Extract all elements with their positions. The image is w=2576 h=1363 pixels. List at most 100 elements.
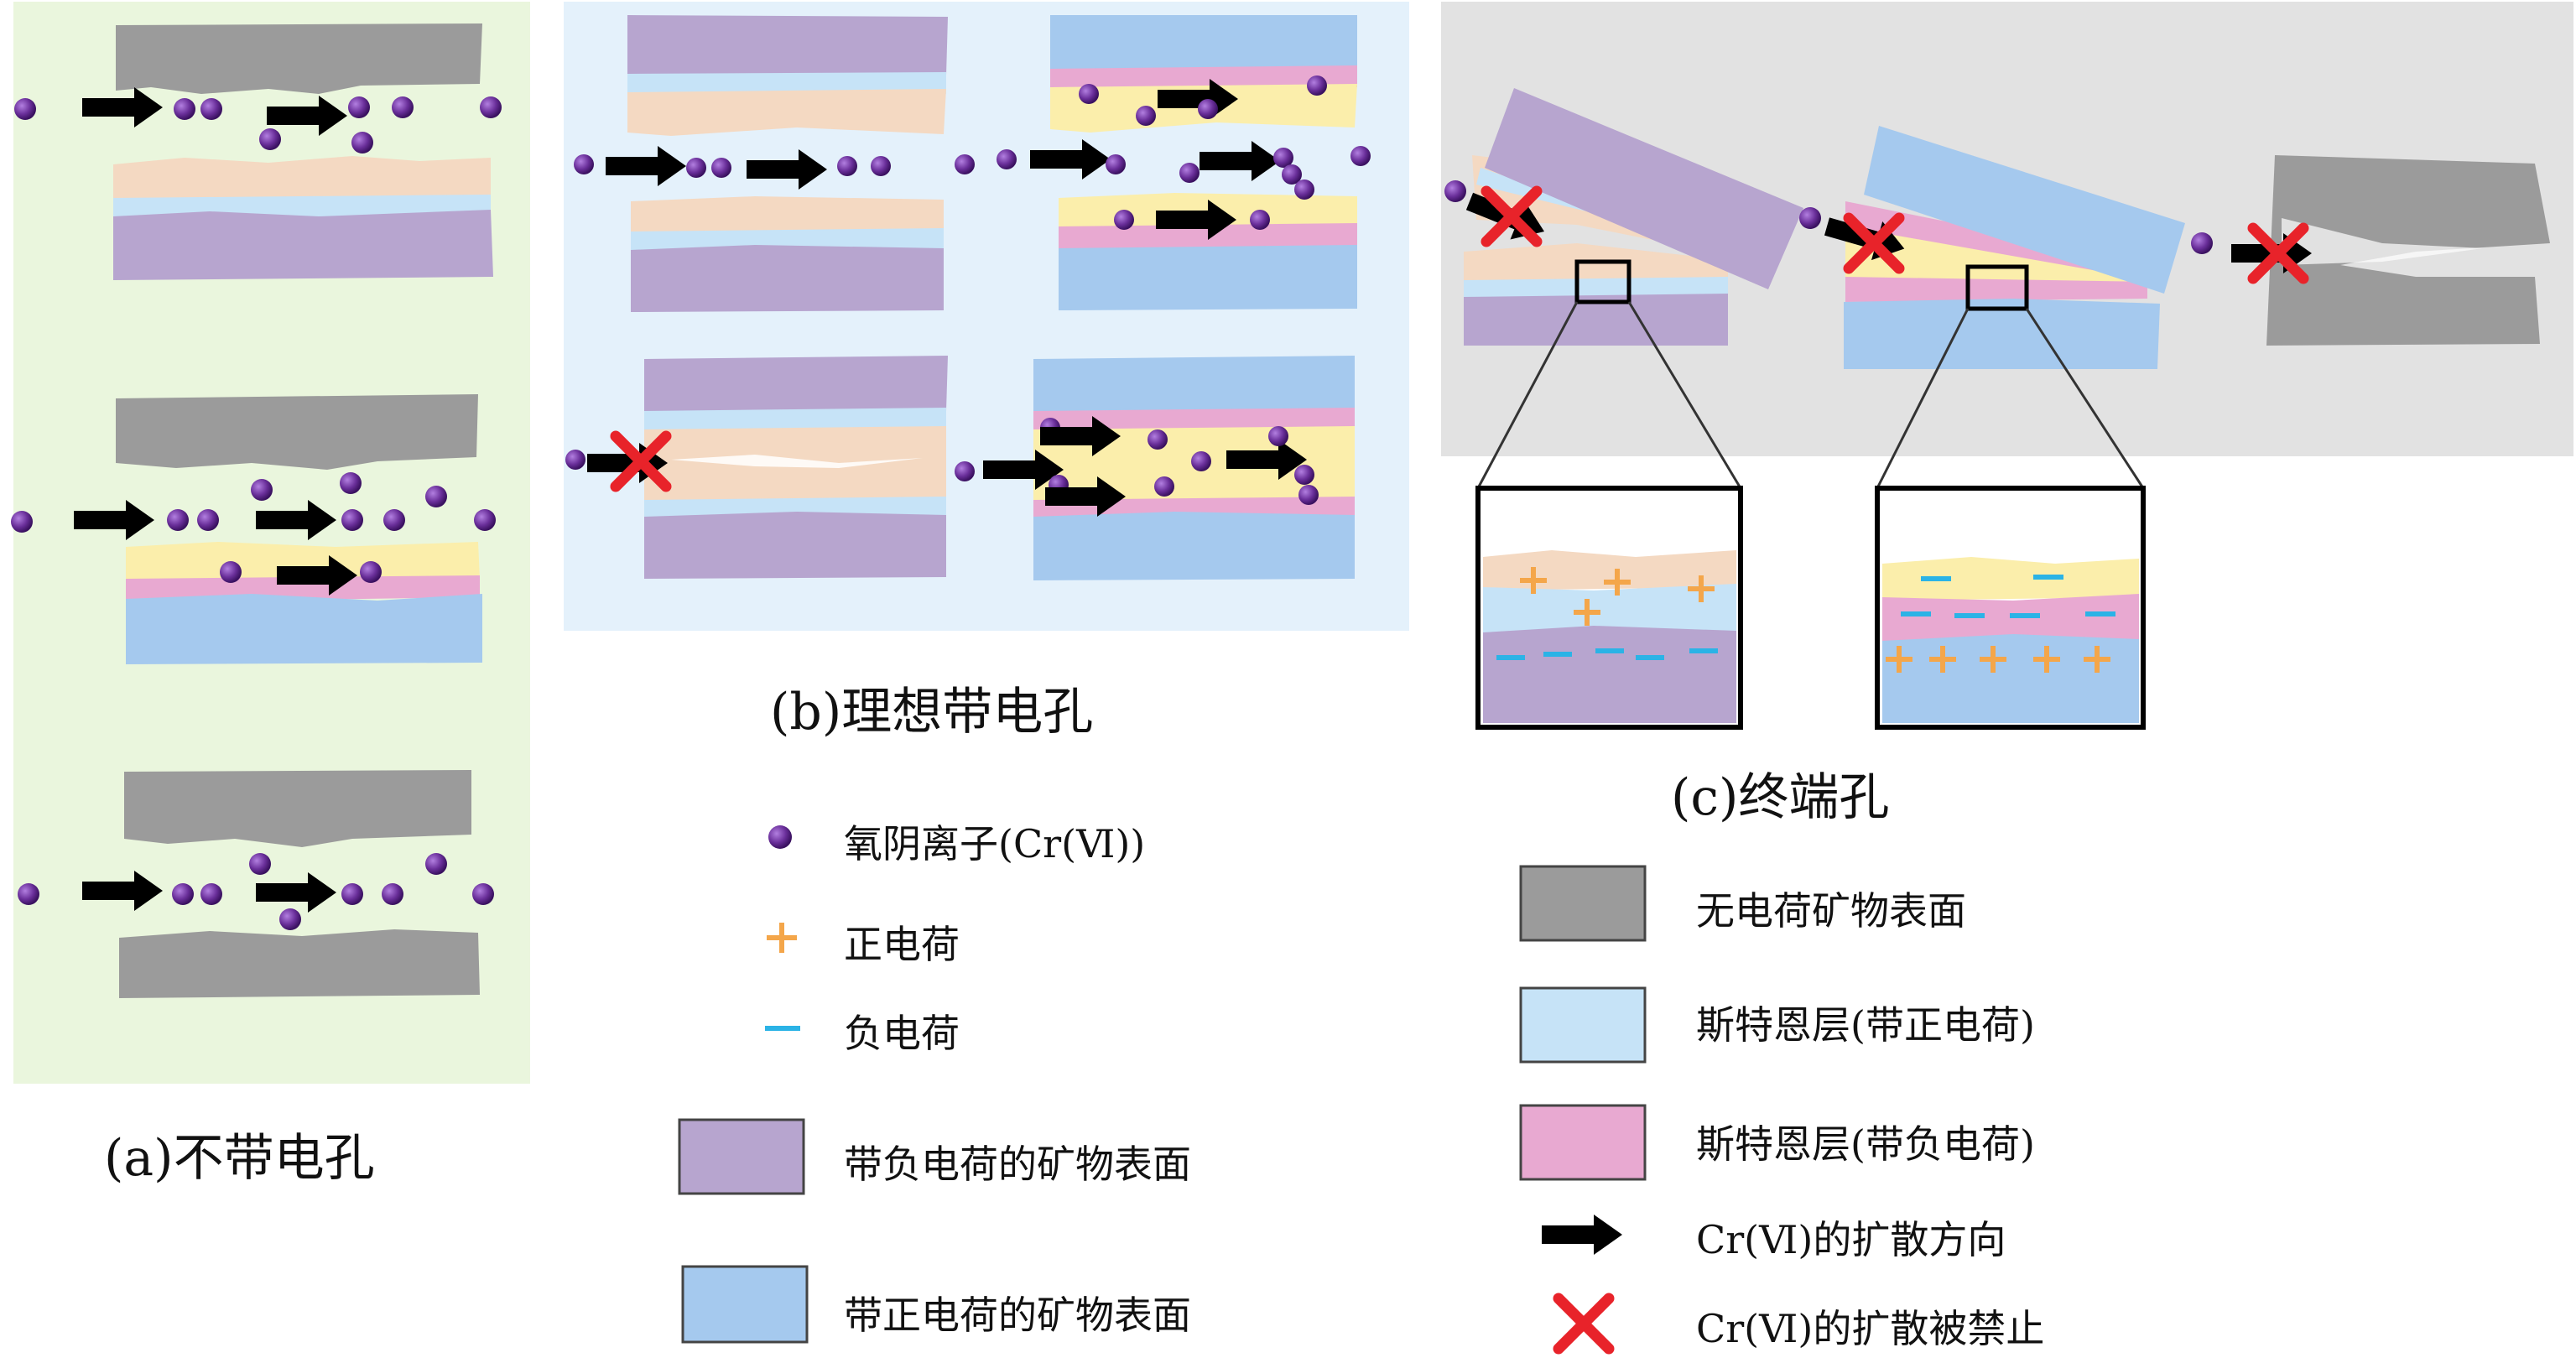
ion-dot-icon	[200, 883, 222, 905]
neutral-surface-bottom	[119, 929, 480, 998]
neutral-surface-top	[116, 394, 478, 470]
ion-dot-icon	[565, 450, 585, 470]
light-blue-layer	[1483, 584, 1736, 634]
minus-charge-icon	[1496, 648, 1718, 660]
negative-surface-top	[1485, 88, 1803, 289]
ion-dot-icon	[259, 128, 281, 150]
legend-ion-label: 氧阴离子(Cr(Ⅵ))	[844, 821, 1146, 866]
caption-c: (c)终端孔	[1671, 768, 1890, 827]
ion-dot-icon	[1282, 164, 1302, 185]
ion-dot-icon	[392, 96, 414, 118]
pore-c2	[1844, 126, 2185, 369]
positive-surface-top	[1050, 15, 1357, 72]
zoom-box-negative	[1475, 486, 1743, 730]
yellow-layer	[1882, 557, 2139, 601]
ion-dot-icon	[1350, 146, 1371, 166]
ions-arrows-b	[565, 75, 1371, 517]
zoom-box-border	[1875, 486, 2146, 730]
pore-a1	[113, 23, 493, 280]
ion-dot-icon	[1250, 210, 1270, 230]
ion-dot-icon	[167, 509, 189, 531]
ion-dot-icon	[480, 96, 502, 118]
ion-dot-icon	[472, 883, 494, 905]
arrow-right-icon	[1542, 1215, 1622, 1255]
ion-dot-icon	[197, 509, 219, 531]
ion-dot-icon	[768, 825, 792, 849]
ion-dot-icon	[11, 511, 33, 533]
zoom-connectors	[1476, 301, 2145, 489]
neutral-surface-top	[124, 770, 471, 847]
ion-dot-icon	[351, 132, 373, 153]
ion-dot-icon	[14, 98, 36, 120]
ion-dot-icon	[1106, 154, 1126, 174]
pore-c3	[2266, 155, 2550, 346]
ion-dot-icon	[174, 98, 195, 120]
pink-layer	[1845, 277, 2147, 302]
ion-dot-icon	[383, 509, 405, 531]
positive-surface-top	[1864, 126, 2185, 294]
caption-b: (b)理想带电孔	[770, 683, 1094, 741]
ions-arrows-c	[1444, 180, 2312, 278]
legend-positive-surface-label: 带正电荷的矿物表面	[844, 1293, 1191, 1338]
minus-charge-icon	[1901, 575, 2115, 618]
ion-dot-icon	[249, 853, 271, 875]
ion-dot-icon	[425, 486, 447, 507]
panel-c-terminal-pores	[1441, 2, 2573, 730]
ion-dot-icon	[1799, 207, 1821, 229]
legend-diffusion-blocked-label: Cr(Ⅵ)的扩散被禁止	[1696, 1306, 2045, 1351]
plus-charge-icon	[767, 923, 797, 953]
ion-dot-icon	[382, 883, 403, 905]
ion-dot-icon	[1079, 84, 1099, 104]
ion-dot-icon	[574, 154, 594, 174]
positive-surface-swatch	[681, 1265, 809, 1344]
panel-b-ideal-charged-pores	[564, 2, 1409, 631]
legend	[678, 825, 1647, 1349]
ion-dot-icon	[1294, 465, 1314, 485]
negative-surface-bottom	[1464, 287, 1728, 346]
ion-dot-icon	[360, 561, 382, 583]
peach-layer	[631, 196, 944, 235]
negative-surface-bottom	[631, 245, 944, 312]
narrow-gap	[671, 455, 923, 468]
ion-dot-icon	[348, 96, 370, 118]
zoom-box-positive	[1875, 486, 2146, 730]
ion-dot-icon	[220, 561, 242, 583]
legend-negative-surface-label: 带负电荷的矿物表面	[844, 1142, 1191, 1187]
ion-dot-icon	[474, 509, 496, 531]
zoom-box-border	[1475, 486, 1743, 730]
ion-dot-icon	[251, 479, 273, 501]
stern-positive-swatch	[1519, 986, 1647, 1064]
ion-dot-icon	[1147, 429, 1168, 450]
ion-dot-icon	[1191, 451, 1211, 471]
ion-dot-icon	[200, 98, 222, 120]
ion-dot-icon	[172, 883, 194, 905]
ions-arrows-a	[11, 87, 502, 930]
zoom-region	[1965, 264, 2029, 311]
pore-c1	[1464, 88, 1803, 346]
positive-surface-bottom	[1033, 512, 1355, 580]
ion-dot-icon	[1198, 99, 1218, 119]
positive-surface-bottom	[1059, 245, 1357, 310]
peach-layer	[113, 156, 491, 201]
legend-positive-charge-label: 正电荷	[844, 922, 960, 967]
ion-dot-icon	[1136, 106, 1156, 126]
plus-charge-icon	[1886, 646, 2110, 673]
negative-surface	[1483, 626, 1736, 723]
pore-a2	[116, 394, 482, 664]
ion-dot-icon	[2191, 232, 2213, 254]
ion-dot-icon	[1307, 75, 1327, 96]
ion-dot-icon	[711, 158, 731, 178]
ion-dot-icon	[341, 509, 363, 531]
ion-dot-icon	[997, 149, 1017, 169]
negative-surface-top	[627, 15, 948, 79]
negative-surface-bottom	[113, 210, 493, 280]
negative-surface-top	[644, 356, 948, 414]
yellow-layer	[126, 542, 480, 582]
legend-diffusion-direction-label: Cr(Ⅵ)的扩散方向	[1696, 1217, 2006, 1262]
ion-dot-icon	[686, 158, 706, 178]
ion-dot-icon	[1268, 426, 1288, 446]
ion-dot-icon	[425, 853, 447, 875]
legend-negative-charge-label: 负电荷	[844, 1011, 960, 1056]
positive-surface-bottom	[126, 594, 482, 664]
